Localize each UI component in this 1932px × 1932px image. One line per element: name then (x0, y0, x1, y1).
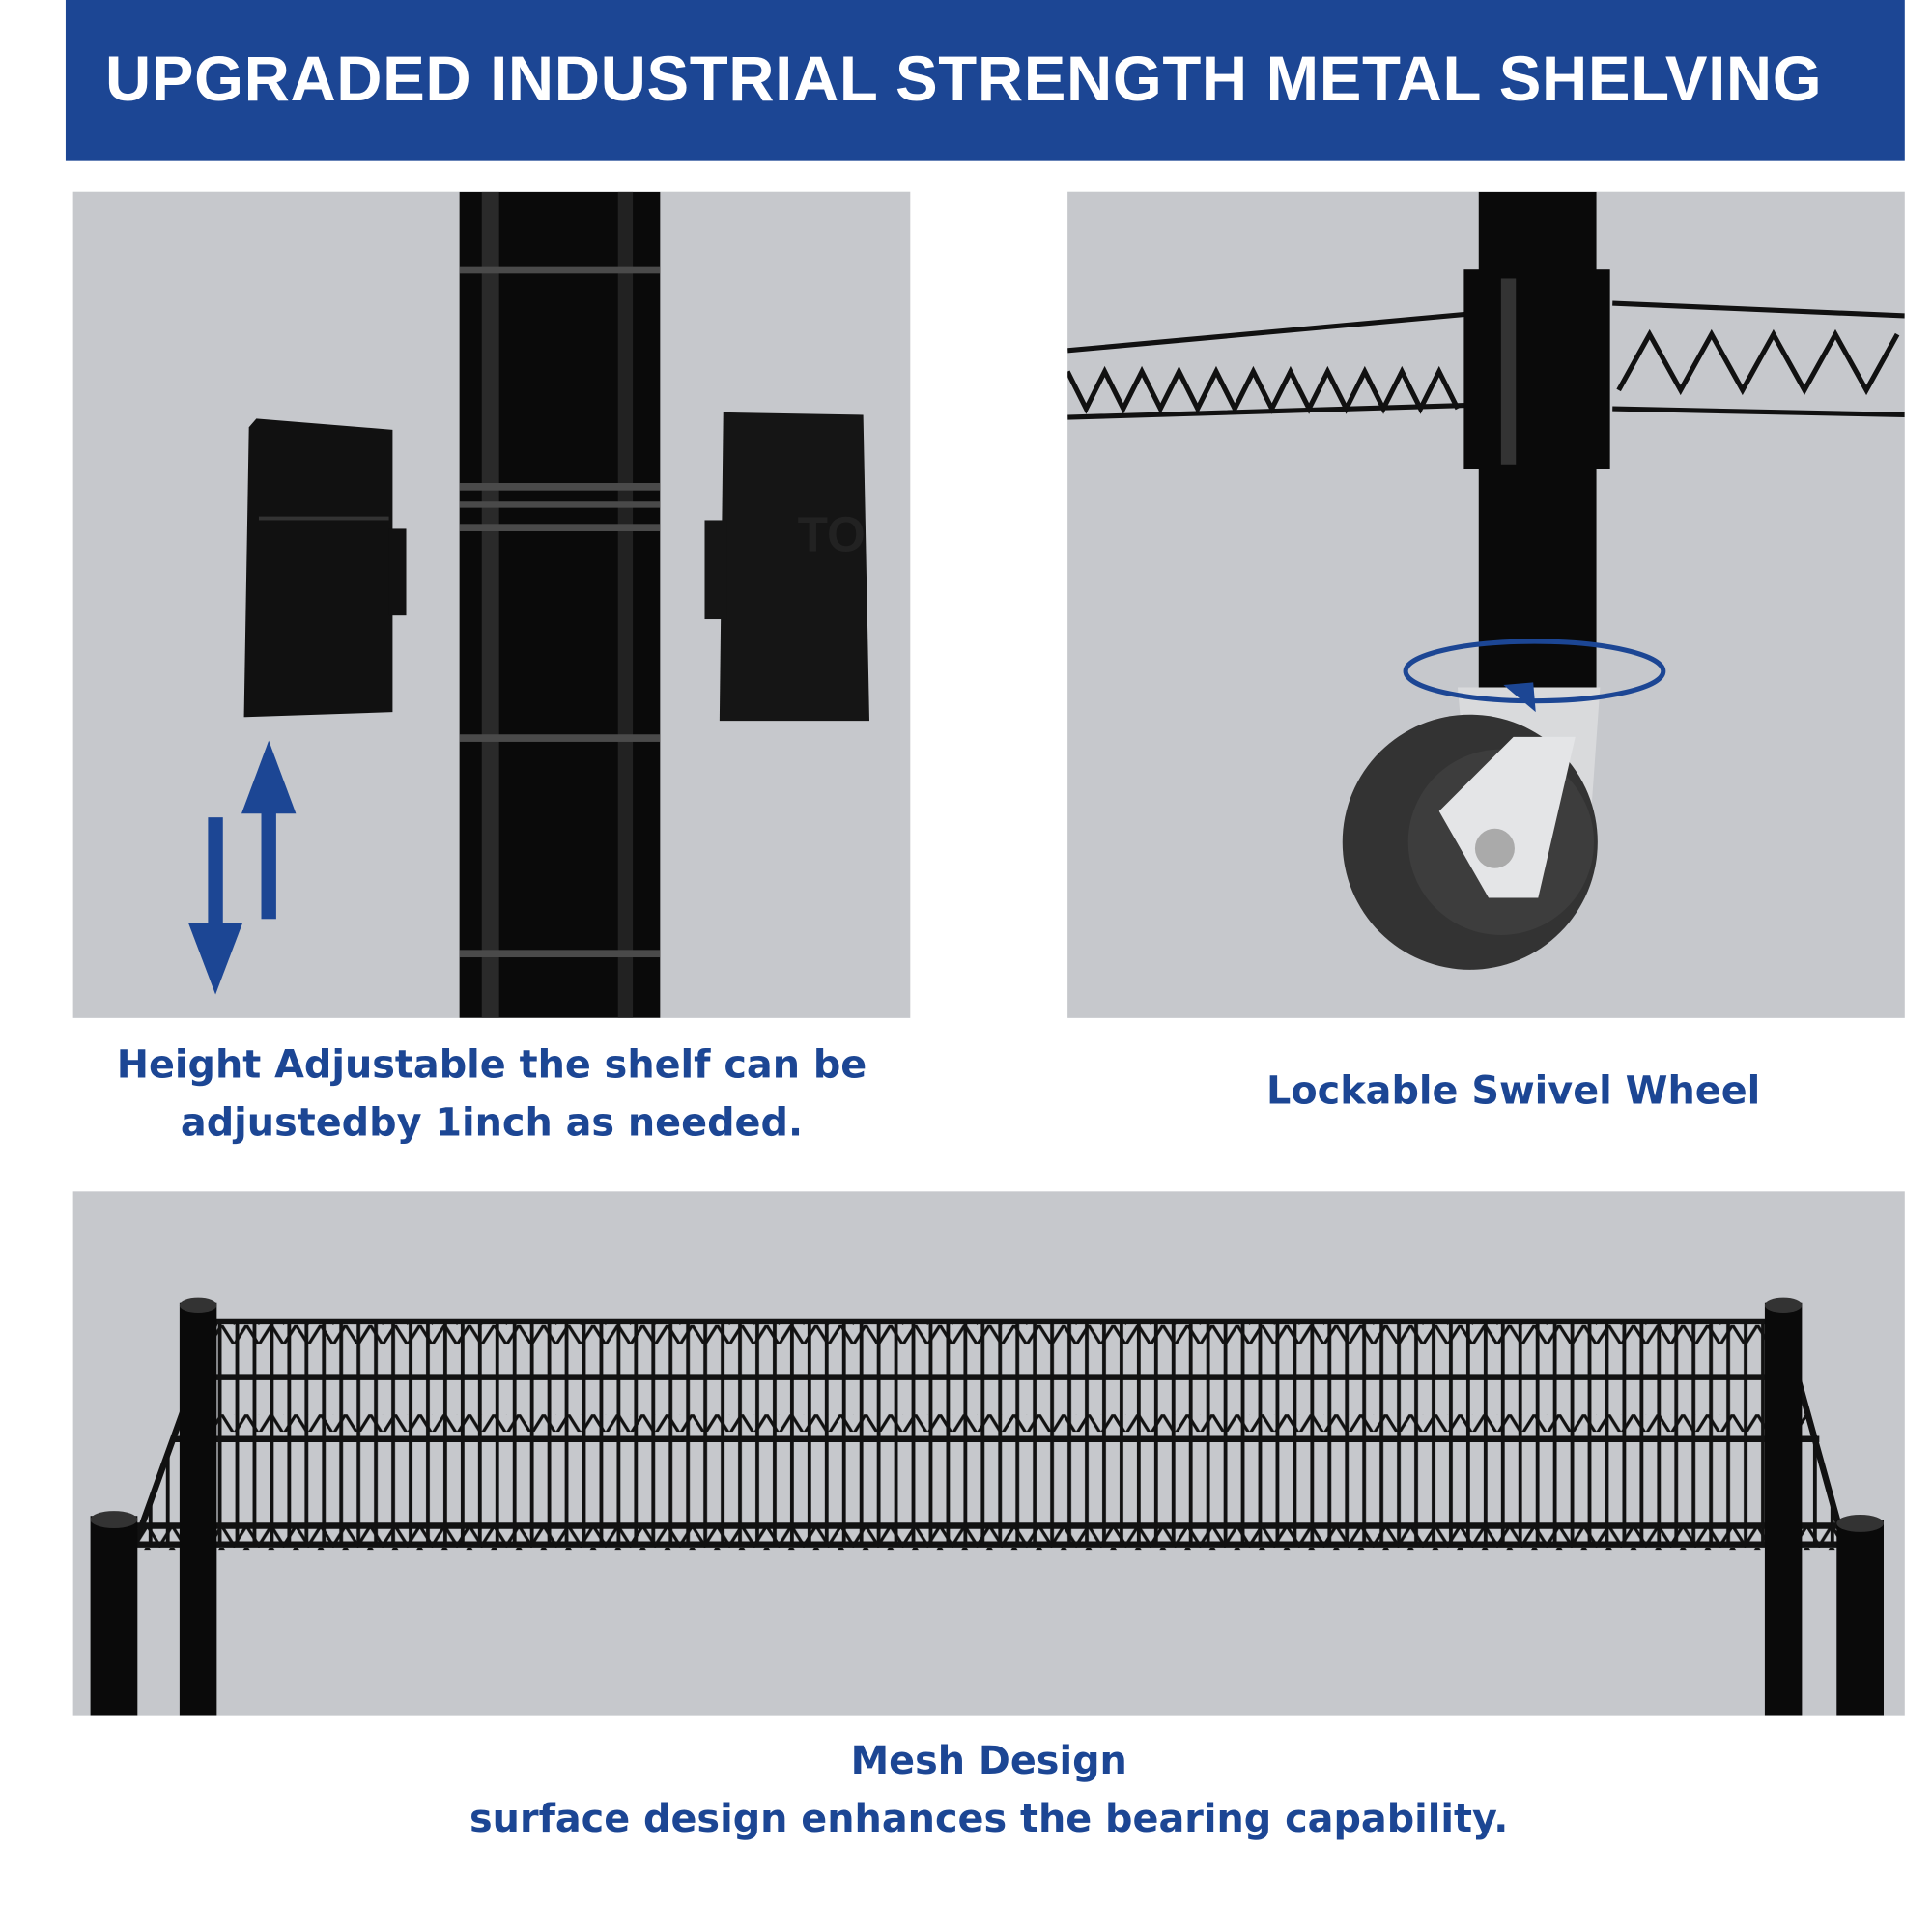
shelf-pole (459, 191, 661, 1018)
caption-line: adjustedby 1inch as needed. (180, 1100, 804, 1146)
swivel-wheel-image (1067, 191, 1905, 1018)
caption-line: Lockable Swivel Wheel (1266, 1068, 1761, 1114)
split-sleeve-left (243, 418, 407, 718)
up-down-arrows-icon (187, 740, 297, 995)
shelf-posts (90, 1297, 1884, 1716)
split-sleeve-right: TO (704, 412, 869, 722)
wire-shelf-section (1067, 300, 1905, 420)
caption-title: Mesh Design (850, 1738, 1127, 1784)
caption-line: surface design enhances the bearing capa… (469, 1797, 1509, 1842)
swivel-wheel-caption: Lockable Swivel Wheel (1067, 1063, 1932, 1121)
wire-shelf (131, 1318, 1848, 1551)
mesh-design-caption: Mesh Design surface design enhances the … (73, 1733, 1905, 1850)
height-adjust-image: TO (72, 191, 911, 1018)
height-adjust-caption: Height Adjustable the shelf can be adjus… (73, 1037, 911, 1153)
svg-text:TO: TO (798, 507, 866, 562)
header-banner: UPGRADED INDUSTRIAL STRENGTH METAL SHELV… (65, 0, 1905, 161)
rotate-arrow-icon (1403, 639, 1666, 713)
caster-wheel (1342, 687, 1601, 970)
caption-line: Height Adjustable the shelf can be (116, 1042, 867, 1088)
caster-post (1463, 191, 1610, 693)
page-title: UPGRADED INDUSTRIAL STRENGTH METAL SHELV… (104, 43, 1823, 114)
mesh-shelf-image (72, 1191, 1905, 1716)
